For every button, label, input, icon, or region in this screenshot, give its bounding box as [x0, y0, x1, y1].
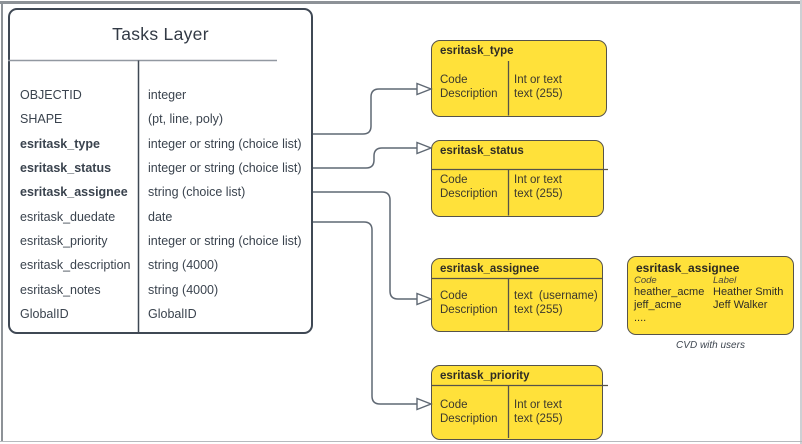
field-type: string (4000) [148, 282, 219, 297]
table-row: esritask_assignee string (choice list) [10, 180, 311, 204]
field-type: integer or string (choice list) [148, 161, 302, 176]
table-row: esritask_duedate date [10, 204, 311, 228]
table-row: SHAPE (pt, line, poly) [10, 107, 311, 131]
field-name: esritask_notes [20, 282, 101, 297]
domain-box-title: esritask_priority [440, 370, 530, 382]
frame-border-right [800, 0, 802, 444]
open-arrow-icon-type [416, 82, 433, 96]
domain-box-esritask-priority: esritask_priority Code Description Int o… [431, 365, 603, 440]
domain-box-title: esritask_type [440, 45, 514, 57]
table-row: OBJECTID integer [10, 83, 311, 107]
cvd-header-label: Label [713, 275, 737, 286]
domain-box-esritask-status: esritask_status Code Description Int or … [431, 140, 604, 217]
table-row: esritask_priority integer or string (choi… [10, 229, 311, 253]
domain-box-types: Int or text text (255) [514, 74, 563, 100]
frame-border-bottom [0, 441, 802, 442]
domain-box-title: esritask_status [440, 145, 524, 157]
field-name: esritask_description [20, 258, 131, 273]
field-type: GlobalID [148, 306, 197, 321]
domain-box-fields: Code Description [440, 290, 498, 316]
tasks-layer-table: Tasks Layer OBJECTID integer SHAPE (pt, li… [8, 8, 313, 334]
table-row: esritask_description string (4000) [10, 253, 311, 277]
connector-esritask-status [313, 147, 417, 169]
field-type: integer [148, 88, 187, 103]
field-name: esritask_duedate [20, 209, 116, 224]
cvd-header-code: Code [634, 275, 657, 286]
field-type: integer or string (choice list) [148, 233, 302, 248]
open-arrow-icon-priority [416, 397, 433, 411]
table-row: esritask_type integer or string (choice l… [10, 132, 311, 156]
field-type: date [148, 209, 173, 224]
table-row: GlobalID GlobalID [10, 302, 311, 326]
cvd-row: .... [634, 312, 647, 324]
connector-esritask-priority [313, 221, 417, 405]
field-name: SHAPE [20, 112, 63, 127]
field-type: string (4000) [148, 258, 219, 273]
domain-box-fields: Code Description [440, 174, 498, 200]
domain-box-esritask-type: esritask_type Code Description Int or te… [431, 40, 607, 117]
field-name: esritask_type [20, 136, 100, 151]
connector-esritask-assignee [313, 191, 417, 300]
open-arrow-icon-assignee [416, 292, 433, 306]
domain-box-fields: Code Description [440, 74, 498, 100]
table-row: esritask_status integer or string (choice… [10, 156, 311, 180]
field-name: OBJECTID [20, 88, 82, 103]
domain-box-esritask-assignee: esritask_assignee Code Description text … [431, 258, 603, 332]
table-rows: OBJECTID integer SHAPE (pt, line, poly) es… [10, 83, 311, 326]
domain-box-types: Int or text text (255) [514, 174, 563, 200]
field-name: esritask_assignee [20, 185, 128, 200]
table-title: Tasks Layer [112, 24, 209, 44]
field-type: (pt, line, poly) [148, 112, 224, 127]
field-type: integer or string (choice list) [148, 136, 302, 151]
field-name: esritask_priority [20, 233, 108, 248]
domain-box-types: Int or text text (255) [514, 399, 563, 425]
field-name: GlobalID [20, 306, 69, 321]
field-type: string (choice list) [148, 185, 246, 200]
cvd-box-title: esritask_assignee [636, 261, 740, 275]
domain-box-types: text (username) text (255) [514, 290, 598, 316]
open-arrow-icon-status [416, 141, 433, 155]
frame-border-left [1, 1, 3, 442]
cvd-column-headers: Code Label [634, 275, 786, 286]
frame-border-top [0, 1, 802, 4]
cvd-caption: CVD with users [676, 340, 745, 351]
table-row: esritask_notes string (4000) [10, 277, 311, 301]
domain-box-title: esritask_assignee [440, 263, 540, 275]
cvd-box-esritask-assignee: esritask_assignee Code Label heather_acm… [627, 256, 794, 335]
domain-box-fields: Code Description [440, 399, 498, 425]
field-name: esritask_status [20, 161, 112, 176]
connector-esritask-type [313, 88, 417, 135]
